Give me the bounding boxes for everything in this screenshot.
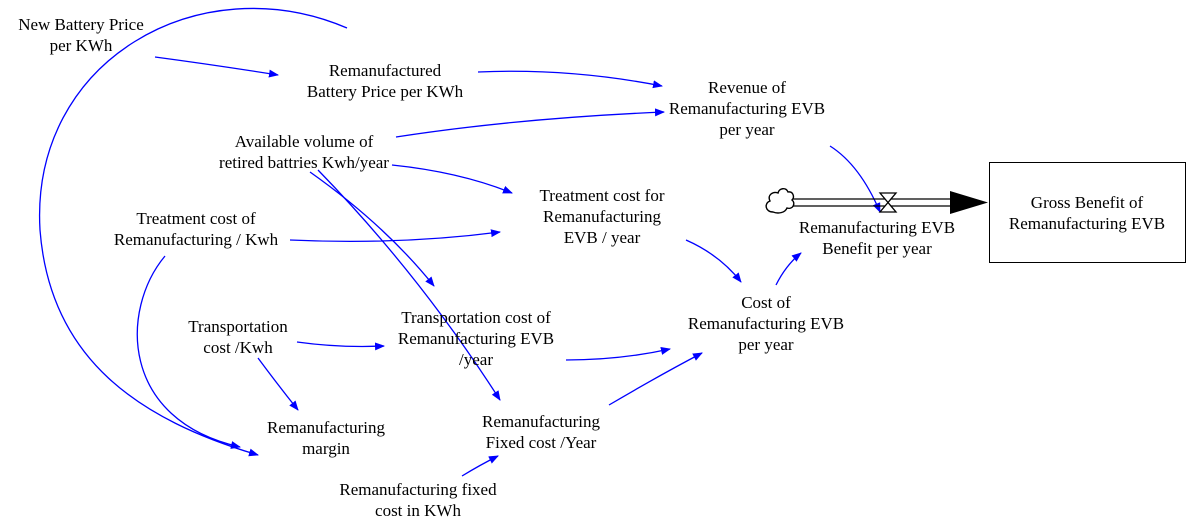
var-label-line: /year bbox=[459, 350, 493, 369]
var-label-line: Revenue of bbox=[708, 78, 786, 97]
link-treatmentyear-to-cost bbox=[685, 239, 742, 283]
link-treatmentkwh-to-treatmentyear bbox=[289, 229, 501, 243]
cloud-source-icon bbox=[765, 188, 795, 214]
var-transport-cost-kwh[interactable]: Transportation cost /Kwh bbox=[188, 316, 288, 358]
var-label-line: cost in KWh bbox=[375, 501, 461, 520]
var-label-line: Remanufacturing bbox=[542, 207, 661, 226]
gross-benefit-stock[interactable] bbox=[989, 162, 1186, 263]
var-label-line: EVB / year bbox=[563, 228, 641, 247]
var-label-line: Fixed cost /Year bbox=[485, 433, 597, 452]
var-label-line: cost /Kwh bbox=[203, 338, 273, 357]
var-label-line: per year bbox=[719, 120, 775, 139]
link-cost-to-benefit bbox=[775, 252, 802, 286]
stock-gross-benefit-label: Gross Benefit of Remanufacturing EVB bbox=[1009, 192, 1165, 234]
flow-arrowhead bbox=[950, 191, 988, 214]
var-treatment-cost-year[interactable]: Treatment cost for Remanufacturing EVB /… bbox=[540, 185, 665, 248]
var-fixed-cost-kwh[interactable]: Remanufacturing fixed cost in KWh bbox=[339, 479, 496, 521]
var-label-line: Remanufactured bbox=[328, 61, 442, 80]
var-fixed-cost-year[interactable]: Remanufacturing Fixed cost /Year bbox=[482, 411, 600, 453]
var-label-line: Remanufacturing bbox=[481, 412, 601, 431]
var-benefit-rate[interactable]: Remanufacturing EVB Benefit per year bbox=[799, 217, 955, 259]
link-volume-to-transportyear bbox=[309, 171, 435, 287]
valve-icon[interactable] bbox=[878, 192, 898, 213]
stock-label-line: Gross Benefit of bbox=[1030, 193, 1144, 212]
var-label-line: Remanufacturing bbox=[266, 418, 386, 437]
link-volume-to-treatmentyear bbox=[391, 164, 513, 194]
link-fixedyear-to-cost bbox=[608, 352, 703, 406]
var-revenue[interactable]: Revenue of Remanufacturing EVB per year bbox=[669, 77, 825, 140]
var-label-line: margin bbox=[302, 439, 350, 458]
link-volume-to-revenue bbox=[395, 108, 665, 138]
var-label-line: Remanufacturing fixed bbox=[339, 480, 497, 499]
link-treatmentkwh-to-margin bbox=[136, 255, 241, 449]
var-treatment-cost-kwh[interactable]: Treatment cost of Remanufacturing / Kwh bbox=[114, 208, 278, 250]
link-newprice-to-margin bbox=[39, 7, 348, 457]
link-volume-to-fixedyear bbox=[317, 169, 501, 401]
var-label-line: Transportation bbox=[188, 317, 288, 336]
stock-label-line: Remanufacturing EVB bbox=[1008, 214, 1166, 233]
var-label-line: per year bbox=[738, 335, 794, 354]
var-label-line: retired battries Kwh/year bbox=[219, 153, 389, 172]
link-transportyear-to-cost bbox=[565, 347, 671, 361]
var-label-line: Battery Price per KWh bbox=[306, 82, 464, 101]
link-transportkwh-to-margin bbox=[257, 357, 299, 411]
var-remanufactured-battery-price[interactable]: Remanufactured Battery Price per KWh bbox=[307, 60, 463, 102]
link-revenue-to-benefit bbox=[829, 145, 881, 213]
var-label-line: Treatment cost of bbox=[136, 209, 256, 228]
var-label-line: Treatment cost for bbox=[539, 186, 665, 205]
var-label-line: per KWh bbox=[49, 36, 113, 55]
var-label-line: Remanufacturing EVB bbox=[687, 314, 845, 333]
var-label-line: New Battery Price bbox=[18, 15, 144, 34]
var-label-line: Benefit per year bbox=[822, 239, 932, 258]
var-cost[interactable]: Cost of Remanufacturing EVB per year bbox=[688, 292, 844, 355]
var-label-line: Remanufacturing / Kwh bbox=[113, 230, 279, 249]
link-transportkwh-to-transportyear bbox=[296, 341, 385, 351]
var-label-line: Available volume of bbox=[234, 132, 374, 151]
link-fixedkwh-to-fixedyear bbox=[461, 455, 499, 477]
var-new-battery-price[interactable]: New Battery Price per KWh bbox=[18, 14, 144, 56]
var-label-line: Cost of bbox=[741, 293, 791, 312]
var-label-line: Remanufacturing EVB bbox=[798, 218, 956, 237]
var-available-volume[interactable]: Available volume of retired battries Kwh… bbox=[219, 131, 389, 173]
var-margin[interactable]: Remanufacturing margin bbox=[267, 417, 385, 459]
link-newprice-to-remanprice bbox=[154, 56, 279, 78]
link-remanprice-to-revenue bbox=[477, 70, 663, 89]
var-label-line: Transportation cost of bbox=[401, 308, 551, 327]
var-label-line: Remanufacturing EVB bbox=[397, 329, 555, 348]
benefit-flow-pipe bbox=[790, 191, 988, 214]
var-transport-cost-year[interactable]: Transportation cost of Remanufacturing E… bbox=[398, 307, 554, 370]
var-label-line: Remanufacturing EVB bbox=[668, 99, 826, 118]
